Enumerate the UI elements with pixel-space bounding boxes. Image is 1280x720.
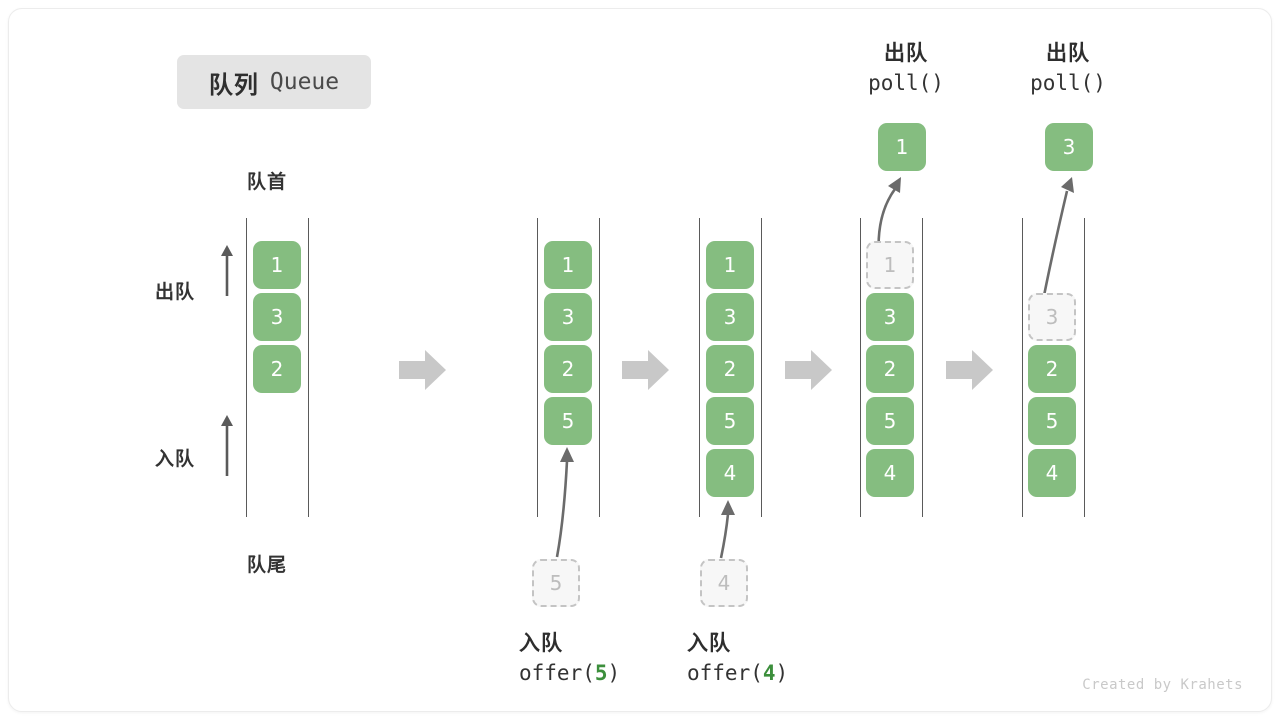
poll1-caption-fn: poll(): [868, 70, 944, 95]
title-chinese: 队列: [208, 71, 259, 99]
diagram-canvas: 队列 Queue 队首 队尾 出队 入队 1 3 2 1 3 2 5: [8, 8, 1272, 712]
offer5-fn-arg: 5: [594, 660, 608, 685]
queue-rail-right-col4: [922, 218, 923, 517]
queue-element: 4: [866, 449, 914, 497]
queue-element: 3: [706, 293, 754, 341]
queue-element: 1: [706, 241, 754, 289]
queue-rail-left-col5: [1022, 218, 1023, 517]
offer4-caption-cn: 入队: [687, 632, 731, 655]
popped-element: 3: [1045, 123, 1093, 171]
enqueue-up-arrow-icon: [219, 414, 235, 476]
offer5-caption-cn: 入队: [519, 632, 563, 655]
queue-rail-right-col2: [599, 218, 600, 517]
poll2-caption-cn: 出队: [1046, 42, 1090, 65]
queue-element: 3: [544, 293, 592, 341]
dequeue-up-arrow-icon: [219, 244, 235, 296]
popped-element: 1: [878, 123, 926, 171]
queue-element: 4: [1028, 449, 1076, 497]
transition-arrow-icon: [622, 347, 670, 393]
queue-element: 2: [866, 345, 914, 393]
queue-element-new: 4: [706, 449, 754, 497]
offer4-fn-arg: 4: [762, 660, 776, 685]
queue-rail-right-col1: [308, 218, 309, 517]
offer4-caption-fn: offer(4): [687, 659, 788, 689]
offer4-fn-name: offer(: [687, 660, 763, 685]
queue-element: 1: [544, 241, 592, 289]
transition-arrow-icon: [785, 347, 833, 393]
offer5-fn-close: ): [607, 660, 621, 685]
offer5-fn-name: offer(: [519, 660, 595, 685]
queue-rail-right-col3: [761, 218, 762, 517]
queue-element: 2: [706, 345, 754, 393]
queue-element: 2: [544, 345, 592, 393]
queue-element: 3: [253, 293, 301, 341]
queue-element-removed: 1: [866, 241, 914, 289]
poll2-caption: 出队 poll(): [1023, 39, 1113, 99]
queue-element-removed: 3: [1028, 293, 1076, 341]
transition-arrow-icon: [946, 347, 994, 393]
credit-text: Created by Krahets: [1082, 677, 1243, 693]
queue-rail-left-col4: [860, 218, 861, 517]
queue-head-label: 队首: [247, 172, 288, 193]
queue-element: 3: [866, 293, 914, 341]
offer-input-box: 5: [532, 559, 580, 607]
offer5-caption-fn: offer(5): [519, 659, 620, 689]
queue-element: 5: [706, 397, 754, 445]
enqueue-side-label: 入队: [155, 449, 196, 470]
offer5-curved-arrow-icon: [539, 439, 599, 559]
queue-element: 2: [1028, 345, 1076, 393]
title-english: Queue: [269, 69, 340, 95]
diagram-title-badge: 队列 Queue: [177, 55, 371, 109]
queue-rail-right-col5: [1084, 218, 1085, 517]
offer5-caption: 入队 offer(5): [519, 629, 620, 689]
poll2-caption-fn: poll(): [1030, 70, 1106, 95]
queue-element: 1: [253, 241, 301, 289]
queue-rail-left-col2: [537, 218, 538, 517]
poll1-caption: 出队 poll(): [861, 39, 951, 99]
queue-tail-label: 队尾: [247, 555, 288, 576]
offer4-curved-arrow-icon: [707, 492, 767, 560]
queue-element: 5: [866, 397, 914, 445]
queue-element: 5: [1028, 397, 1076, 445]
offer4-fn-close: ): [775, 660, 789, 685]
dequeue-side-label: 出队: [155, 282, 196, 303]
poll1-caption-cn: 出队: [884, 42, 928, 65]
queue-rail-left-col1: [246, 218, 247, 517]
offer4-caption: 入队 offer(4): [687, 629, 788, 689]
offer-input-box: 4: [700, 559, 748, 607]
queue-element-new: 5: [544, 397, 592, 445]
transition-arrow-icon: [399, 347, 447, 393]
queue-rail-left-col3: [699, 218, 700, 517]
queue-element: 2: [253, 345, 301, 393]
